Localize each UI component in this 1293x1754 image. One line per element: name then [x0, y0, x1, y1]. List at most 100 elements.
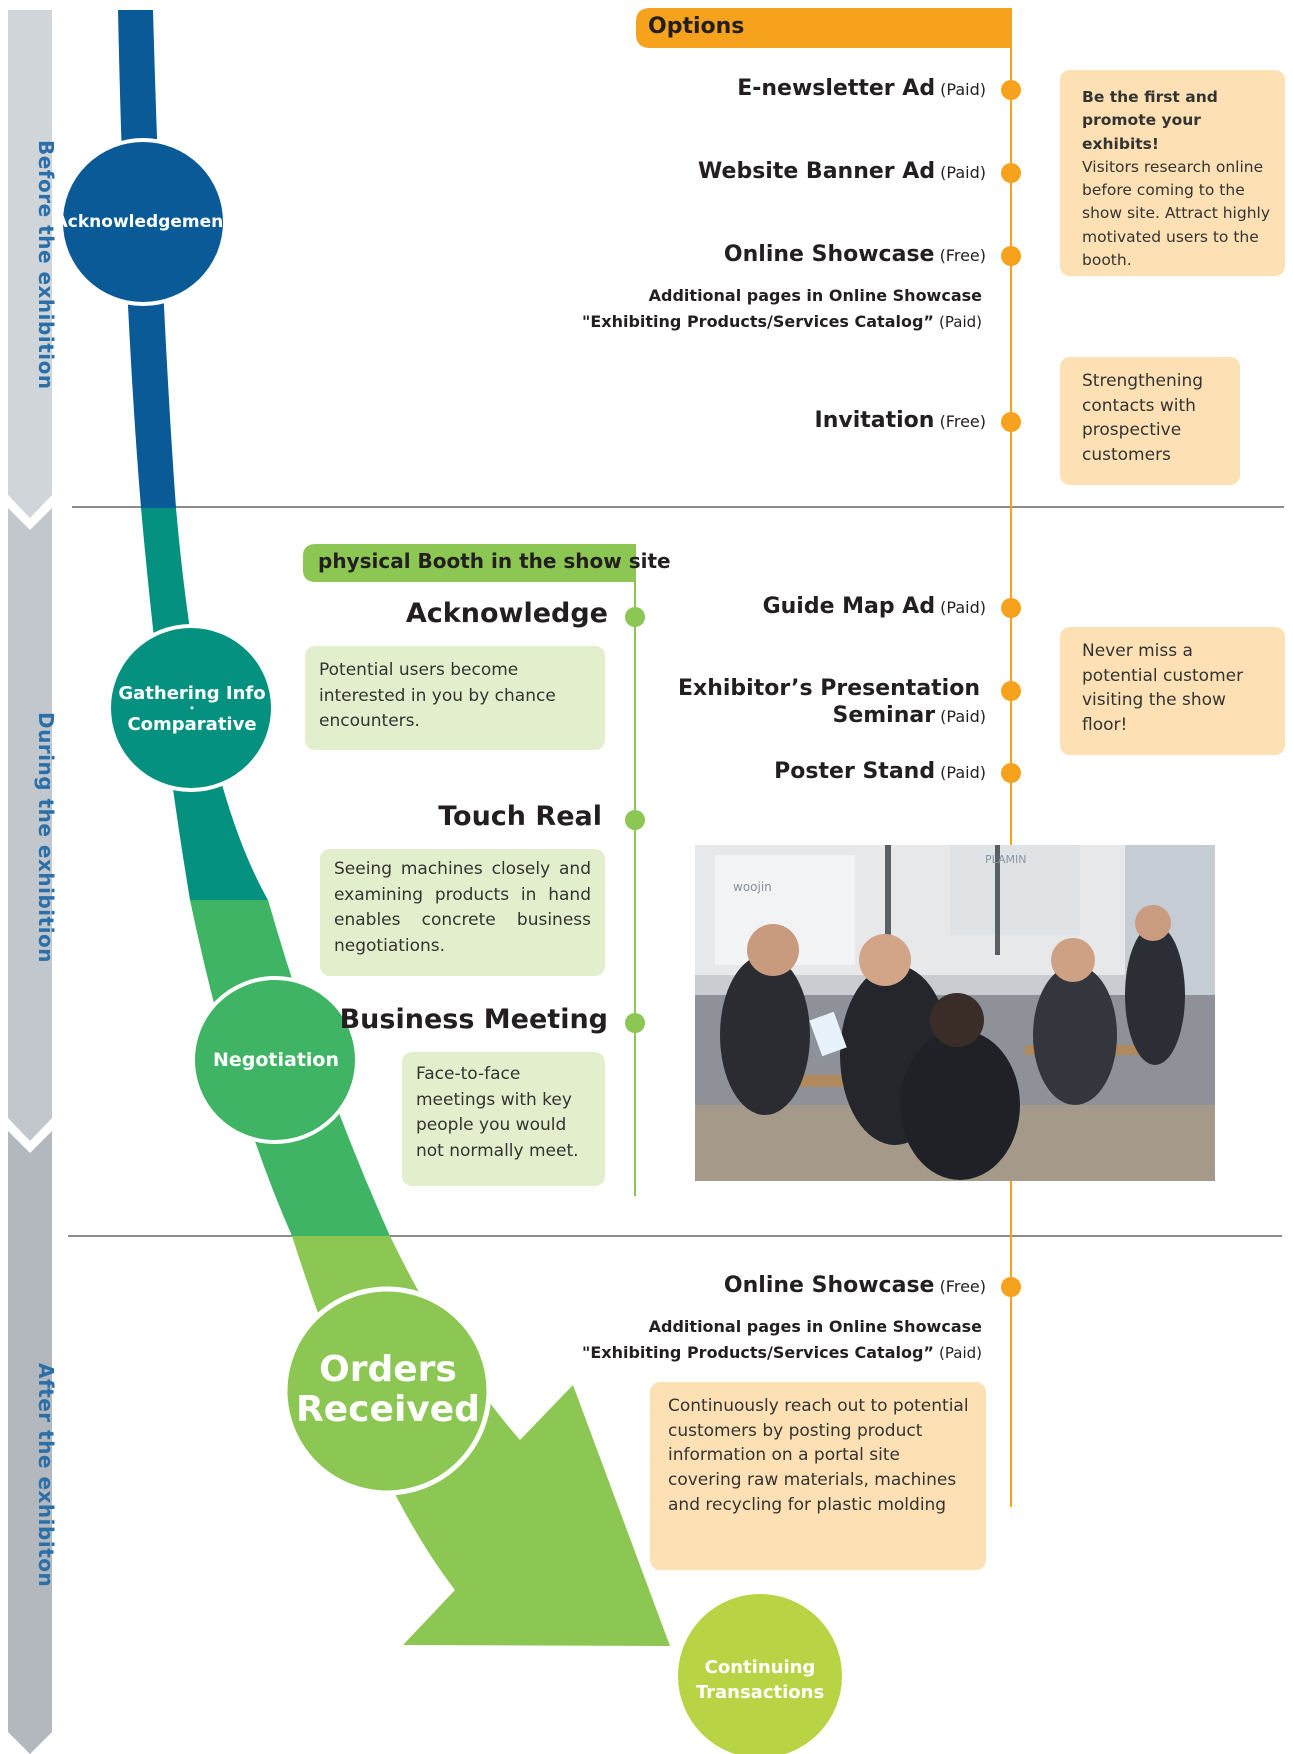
note-promote-exhibits: Be the first and promote your exhibits! …: [1060, 70, 1285, 276]
note-body: Strengthening contacts with prospective …: [1082, 371, 1204, 465]
note-strengthening: Strengthening contacts with prospective …: [1060, 357, 1240, 485]
option-additional-pages-after: Additional pages in Online Showcase "Exh…: [0, 1314, 982, 1365]
note-body: Never miss a potential customer visiting…: [1082, 641, 1244, 735]
phase-label-after: After the exhibiton: [34, 1363, 58, 1588]
stage-text: Transactions: [695, 1682, 825, 1703]
catalog-name: "Exhibiting Products/Services Catalog”: [582, 311, 934, 331]
option-tag: (Paid): [940, 598, 986, 617]
photo-sign-plamin: PLAMIN: [985, 853, 1027, 866]
stage-label-orders: Orders Received: [290, 1340, 486, 1440]
option-guide-map: Guide Map Ad (Paid): [0, 594, 986, 619]
option-name: Seminar: [832, 702, 936, 728]
options-dot: [1001, 246, 1021, 266]
options-dot: [1001, 412, 1021, 432]
option-name: Website Banner Ad: [698, 159, 936, 184]
option-tag: (Paid): [940, 763, 986, 782]
stage-text: Received: [296, 1389, 480, 1430]
booth-item-title: Touch Real: [438, 801, 602, 832]
option-tag: (Paid): [940, 706, 986, 726]
stage-circle-orders: [282, 1286, 492, 1496]
booth-dot: [625, 607, 645, 627]
catalog-tag: (Paid): [939, 312, 982, 331]
additional-pages-line: Additional pages in Online Showcase: [648, 286, 982, 305]
booth-item-touch-real: Touch Real: [0, 801, 602, 832]
stage-label-acknowledgement: Acknowledgement: [55, 192, 232, 252]
note-body: Continuously reach out to potential cust…: [668, 1396, 969, 1515]
stage-circle-negotiation: [191, 976, 359, 1144]
option-presentation-seminar: Exhibitor’s Presentation Seminar (Paid): [0, 676, 986, 730]
booth-header: physical Booth in the show site: [318, 549, 671, 573]
stage-text: Acknowledgement: [54, 212, 232, 232]
option-website-banner: Website Banner Ad (Paid): [0, 159, 986, 184]
option-name: Guide Map Ad: [762, 594, 936, 619]
stage-label-gathering: Gathering Info ・ Comparative: [111, 672, 273, 746]
option-additional-pages-before: Additional pages in Online Showcase "Exh…: [0, 283, 982, 334]
booth-meeting-photo: woojin PLAMIN: [695, 845, 1215, 1181]
stage-text: Orders: [319, 1349, 457, 1391]
phase-label-during: During the exhibition: [34, 712, 58, 964]
option-name: Online Showcase: [723, 242, 935, 267]
stage-text: Negotiation: [212, 1049, 340, 1071]
option-tag: (Paid): [940, 80, 986, 99]
booth-item-desc: Seeing machines closely and examining pr…: [320, 849, 605, 976]
option-tag: (Free): [939, 412, 986, 431]
booth-dot: [625, 810, 645, 830]
booth-item-acknowledge: Acknowledge: [0, 598, 608, 629]
option-e-newsletter: E-newsletter Ad (Paid): [0, 76, 986, 101]
option-tag: (Paid): [940, 163, 986, 182]
booth-dot: [625, 1013, 645, 1033]
options-header: Options: [648, 14, 745, 39]
stage-circle-acknowledgement: [59, 138, 227, 306]
booth-item-business-meeting: Business Meeting: [0, 1004, 608, 1035]
stage-dot: ・: [185, 701, 198, 716]
additional-pages-line: Additional pages in Online Showcase: [648, 1317, 982, 1336]
option-name: Exhibitor’s Presentation: [678, 676, 980, 701]
option-name: Poster Stand: [774, 759, 936, 784]
phase-arrow-before: [8, 10, 52, 518]
phase-arrow-after: [8, 1131, 52, 1754]
option-poster-stand: Poster Stand (Paid): [0, 759, 986, 784]
option-tag: (Free): [939, 246, 986, 265]
option-tag: (Free): [939, 1277, 986, 1296]
booth-item-desc: Face-to-face meetings with key people yo…: [402, 1052, 605, 1186]
option-name: E-newsletter Ad: [737, 76, 936, 101]
stage-label-continuing: Continuing Transactions: [680, 1652, 840, 1708]
booth-desc-text: Potential users become interested in you…: [319, 660, 556, 731]
booth-item-title: Business Meeting: [339, 1004, 608, 1035]
option-name: Invitation: [814, 408, 935, 433]
option-name-line2: Seminar (Paid): [0, 703, 986, 730]
catalog-tag: (Paid): [939, 1343, 982, 1362]
path-segment-teal: [141, 508, 268, 900]
note-heading: Be the first and: [1082, 88, 1218, 106]
stage-text: Continuing: [704, 1656, 816, 1678]
catalog-line: "Exhibiting Products/Services Catalog” (…: [0, 309, 982, 335]
stage-text: Gathering Info: [118, 682, 266, 704]
options-dot: [1001, 763, 1021, 783]
photo-illustration: woojin PLAMIN: [695, 845, 1215, 1181]
booth-item-title: Acknowledge: [405, 598, 608, 629]
options-dot: [1001, 80, 1021, 100]
catalog-name: "Exhibiting Products/Services Catalog”: [582, 1342, 934, 1362]
booth-desc-text: Face-to-face meetings with key people yo…: [416, 1064, 579, 1161]
stage-circle-continuing: [674, 1590, 846, 1754]
options-dot: [1001, 681, 1021, 701]
catalog-line: "Exhibiting Products/Services Catalog” (…: [0, 1340, 982, 1366]
booth-header-tab: [303, 544, 636, 582]
booth-item-desc: Potential users become interested in you…: [305, 646, 605, 750]
phase-label-before: Before the exhibition: [34, 140, 58, 390]
note-body: Visitors research online before coming t…: [1082, 157, 1270, 269]
option-online-showcase-after: Online Showcase (Free): [0, 1273, 986, 1298]
options-dot: [1001, 1277, 1021, 1297]
note-continuously: Continuously reach out to potential cust…: [650, 1382, 986, 1570]
stage-label-negotiation: Negotiation: [195, 1040, 357, 1080]
options-header-tab: [636, 8, 1012, 48]
booth-desc-text: Seeing machines closely and examining pr…: [334, 859, 591, 956]
phase-arrow-during: [8, 508, 52, 1141]
note-heading: promote your exhibits!: [1082, 111, 1201, 153]
option-online-showcase-before: Online Showcase (Free): [0, 242, 986, 267]
stage-circle-gathering: [107, 624, 275, 792]
option-invitation: Invitation (Free): [0, 408, 986, 433]
option-name: Online Showcase: [723, 1273, 935, 1298]
options-dot: [1001, 163, 1021, 183]
